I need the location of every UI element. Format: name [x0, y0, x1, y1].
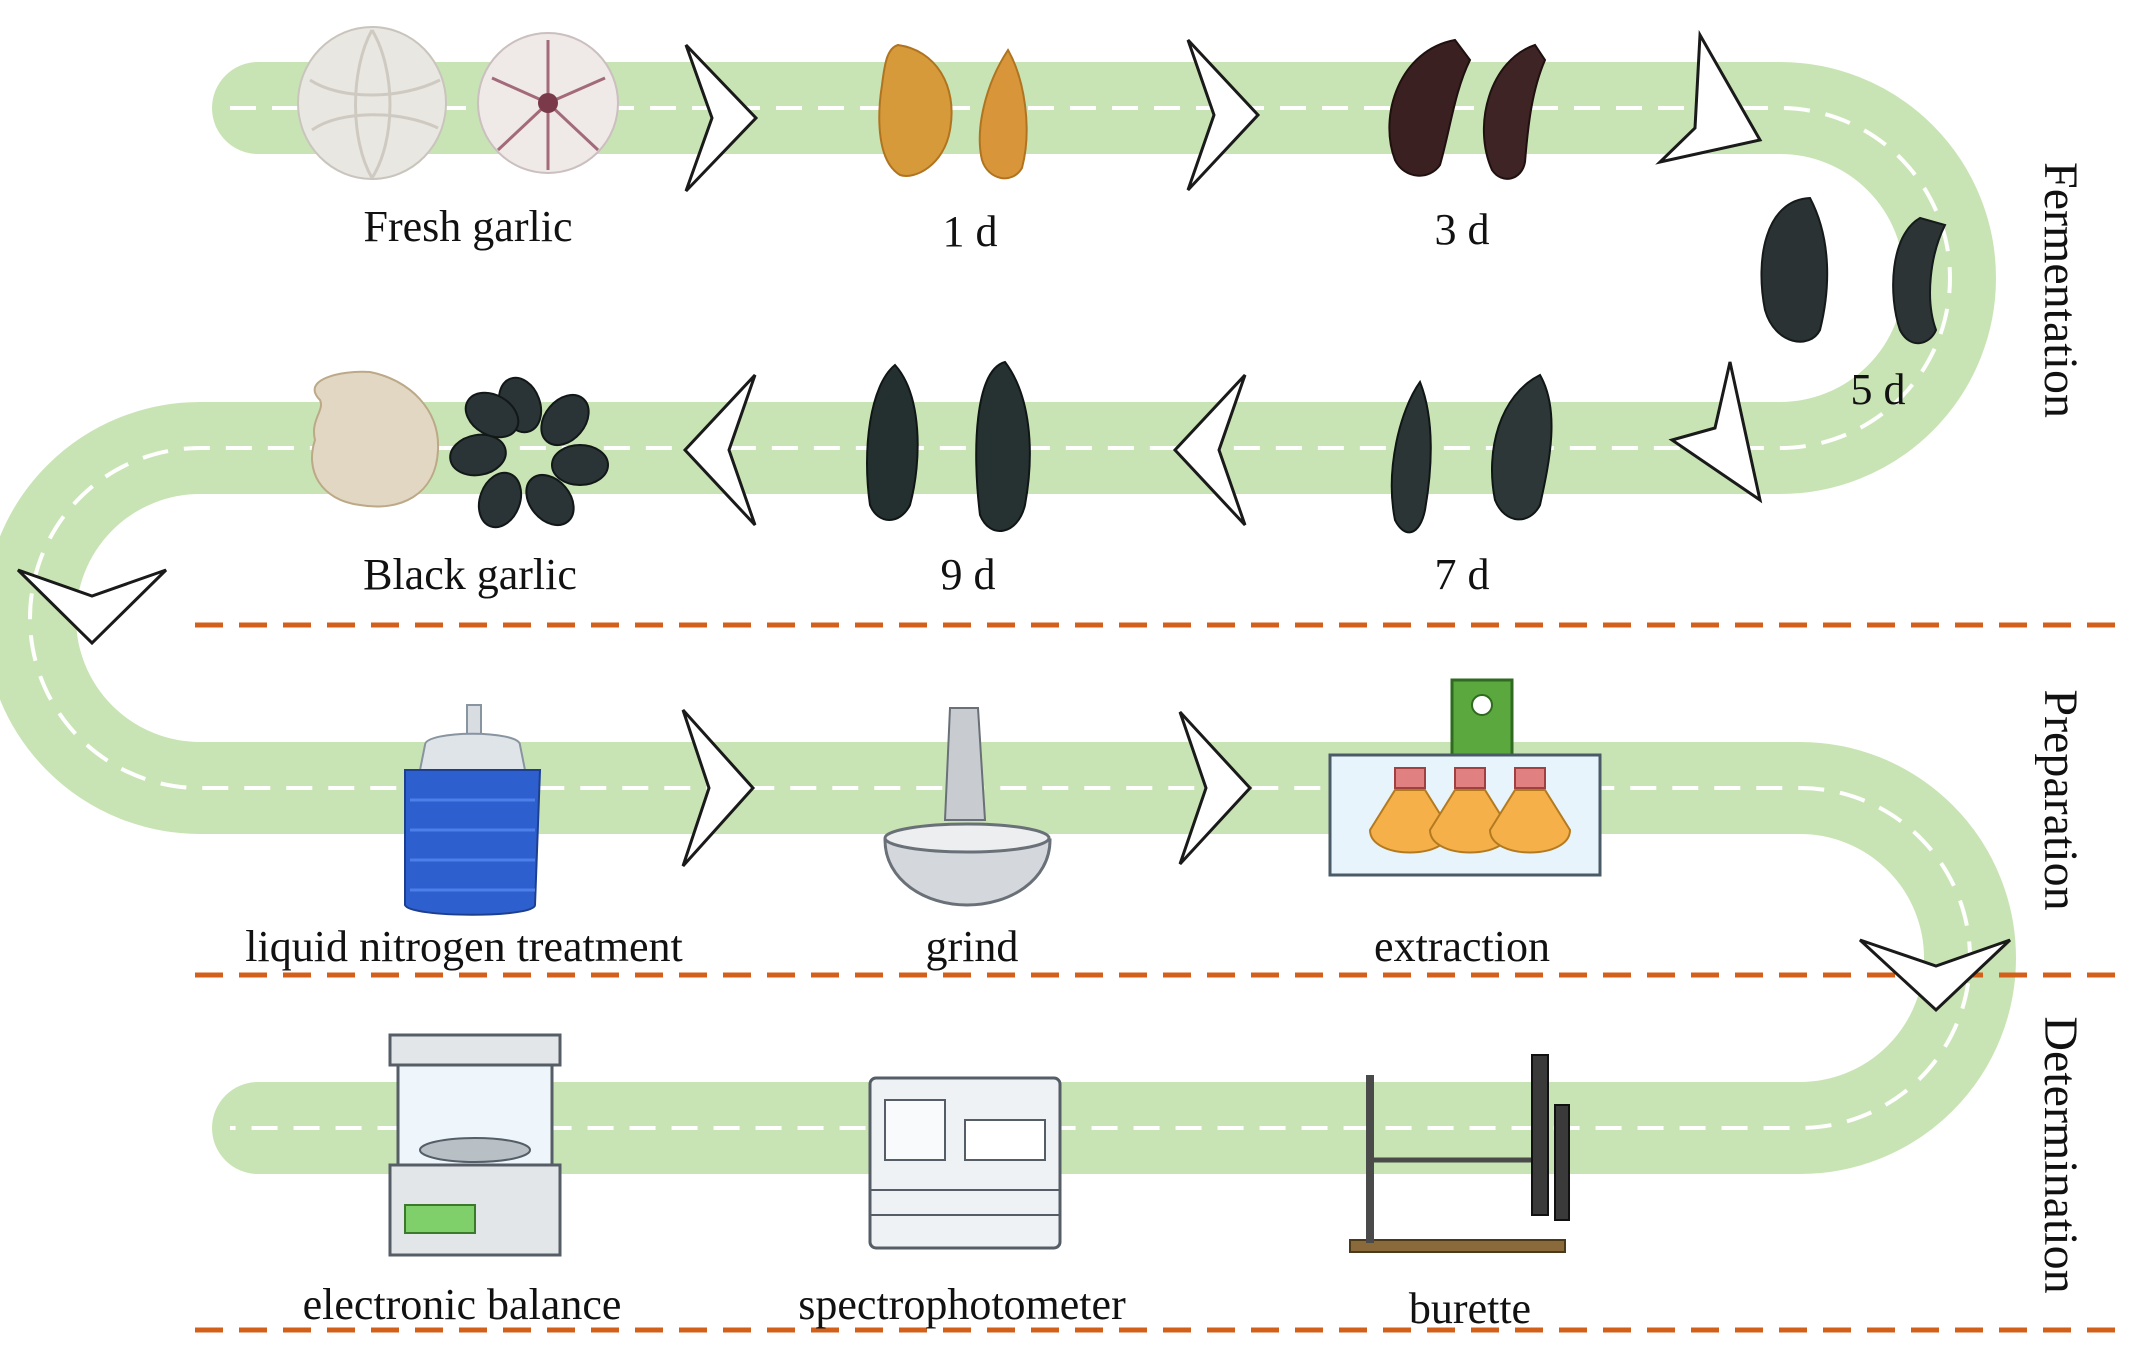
label-burette: burette: [1408, 1284, 1532, 1333]
garlic-day1-image: [878, 43, 1028, 180]
liquid-nitrogen-tank-image: [404, 704, 542, 916]
label-fresh-garlic: Fresh garlic: [363, 202, 573, 251]
label-electronic-balance: electronic balance: [302, 1280, 622, 1329]
chevron-left-icon: [1172, 373, 1247, 527]
chevron-diagonal-icon: [1668, 361, 1763, 504]
chevron-right-icon: [1178, 710, 1253, 866]
label-day5: 5 d: [1850, 365, 1906, 414]
chevron-down-icon: [16, 568, 168, 646]
burette-stand-image: [1349, 1054, 1570, 1253]
chevron-left-icon: [682, 373, 757, 527]
garlic-day5-image: [1760, 196, 1947, 345]
label-spectrophotometer: spectrophotometer: [798, 1280, 1126, 1329]
black-garlic-image: [311, 370, 609, 529]
label-day1: 1 d: [942, 207, 998, 256]
section-label-fermentation: Fermentation: [2034, 162, 2087, 418]
label-day3: 3 d: [1434, 205, 1490, 254]
mortar-pestle-image: [883, 707, 1052, 907]
garlic-day9-image: [866, 360, 1031, 532]
chevron-right-icon: [1186, 38, 1261, 192]
fresh-garlic-image: [297, 26, 619, 180]
section-label-preparation: Preparation: [2034, 689, 2087, 911]
electronic-balance-image: [388, 1033, 562, 1257]
label-day9: 9 d: [940, 550, 996, 599]
section-label-determination: Determination: [2034, 1016, 2087, 1294]
label-day7: 7 d: [1434, 550, 1490, 599]
label-extraction: extraction: [1374, 922, 1550, 971]
garlic-day7-image: [1390, 373, 1553, 534]
label-grind: grind: [925, 922, 1019, 971]
label-black-garlic: Black garlic: [363, 550, 577, 599]
chevron-diagonal-icon: [1655, 29, 1763, 165]
chevron-down-icon: [1858, 938, 2012, 1013]
garlic-day3-image: [1388, 38, 1547, 180]
spectrophotometer-image: [868, 1076, 1062, 1250]
extraction-water-bath-image: [1328, 678, 1602, 877]
chevron-right-icon: [684, 43, 759, 193]
chevron-right-icon: [681, 708, 756, 868]
label-liquid-nitrogen: liquid nitrogen treatment: [245, 922, 683, 971]
